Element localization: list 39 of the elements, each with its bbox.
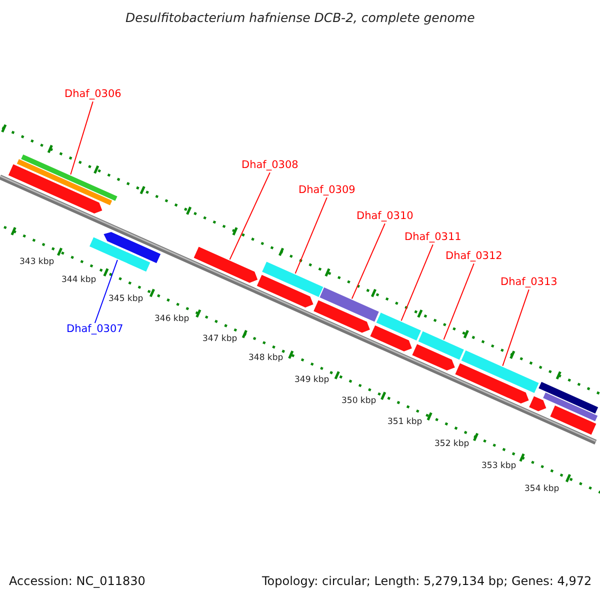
genome-summary: Topology: circular; Length: 5,279,134 bp; Genes: 4,972 — [262, 575, 592, 588]
gene-label: Dhaf_0311 — [404, 232, 462, 244]
gene-bar — [90, 237, 150, 272]
gene-bar — [418, 331, 464, 360]
scale-label: 343 kbp — [20, 258, 54, 268]
title: Desulfitobacterium hafniense DCB-2, complete genome — [126, 11, 475, 25]
gene-label: Dhaf_0310 — [356, 211, 414, 223]
gene-bar — [320, 287, 379, 322]
gene-label: Dhaf_0313 — [500, 277, 558, 289]
scale-label: 350 kbp — [342, 397, 376, 406]
gene-label: Dhaf_0308 — [242, 160, 298, 172]
scale-label: 354 kbp — [524, 485, 560, 494]
scale-label: 352 kbp — [434, 440, 470, 450]
gene-bar — [376, 312, 421, 340]
gene-label: Dhaf_0309 — [298, 185, 356, 197]
gene-bar — [262, 262, 324, 297]
scale-label: 344 kbp — [62, 276, 96, 286]
gene-bar — [461, 350, 539, 393]
leader-line — [400, 244, 434, 322]
gene-label: Dhaf_0307 — [66, 324, 124, 336]
accession-text: Accession: NC_011830 — [9, 575, 146, 588]
scale-label: 345 kbp — [108, 295, 144, 304]
leader-line — [351, 223, 386, 300]
leader-line — [294, 197, 328, 274]
scale-label: 351 kbp — [388, 418, 422, 428]
scale-label: 353 kbp — [482, 462, 516, 472]
gene-label: Dhaf_0312 — [446, 251, 502, 263]
leader-line — [443, 263, 474, 340]
scale-label: 347 kbp — [202, 335, 238, 344]
leader-line — [502, 289, 530, 366]
gene-label: Dhaf_0306 — [64, 89, 122, 101]
gene-bar — [21, 154, 118, 201]
leader-line — [229, 172, 270, 260]
scale-label: 346 kbp — [154, 315, 190, 324]
scale-label: 348 kbp — [248, 354, 284, 364]
scale-label: 349 kbp — [294, 376, 330, 386]
leader-line — [70, 101, 94, 175]
leader-line — [94, 259, 118, 324]
gene-feature — [194, 246, 258, 283]
